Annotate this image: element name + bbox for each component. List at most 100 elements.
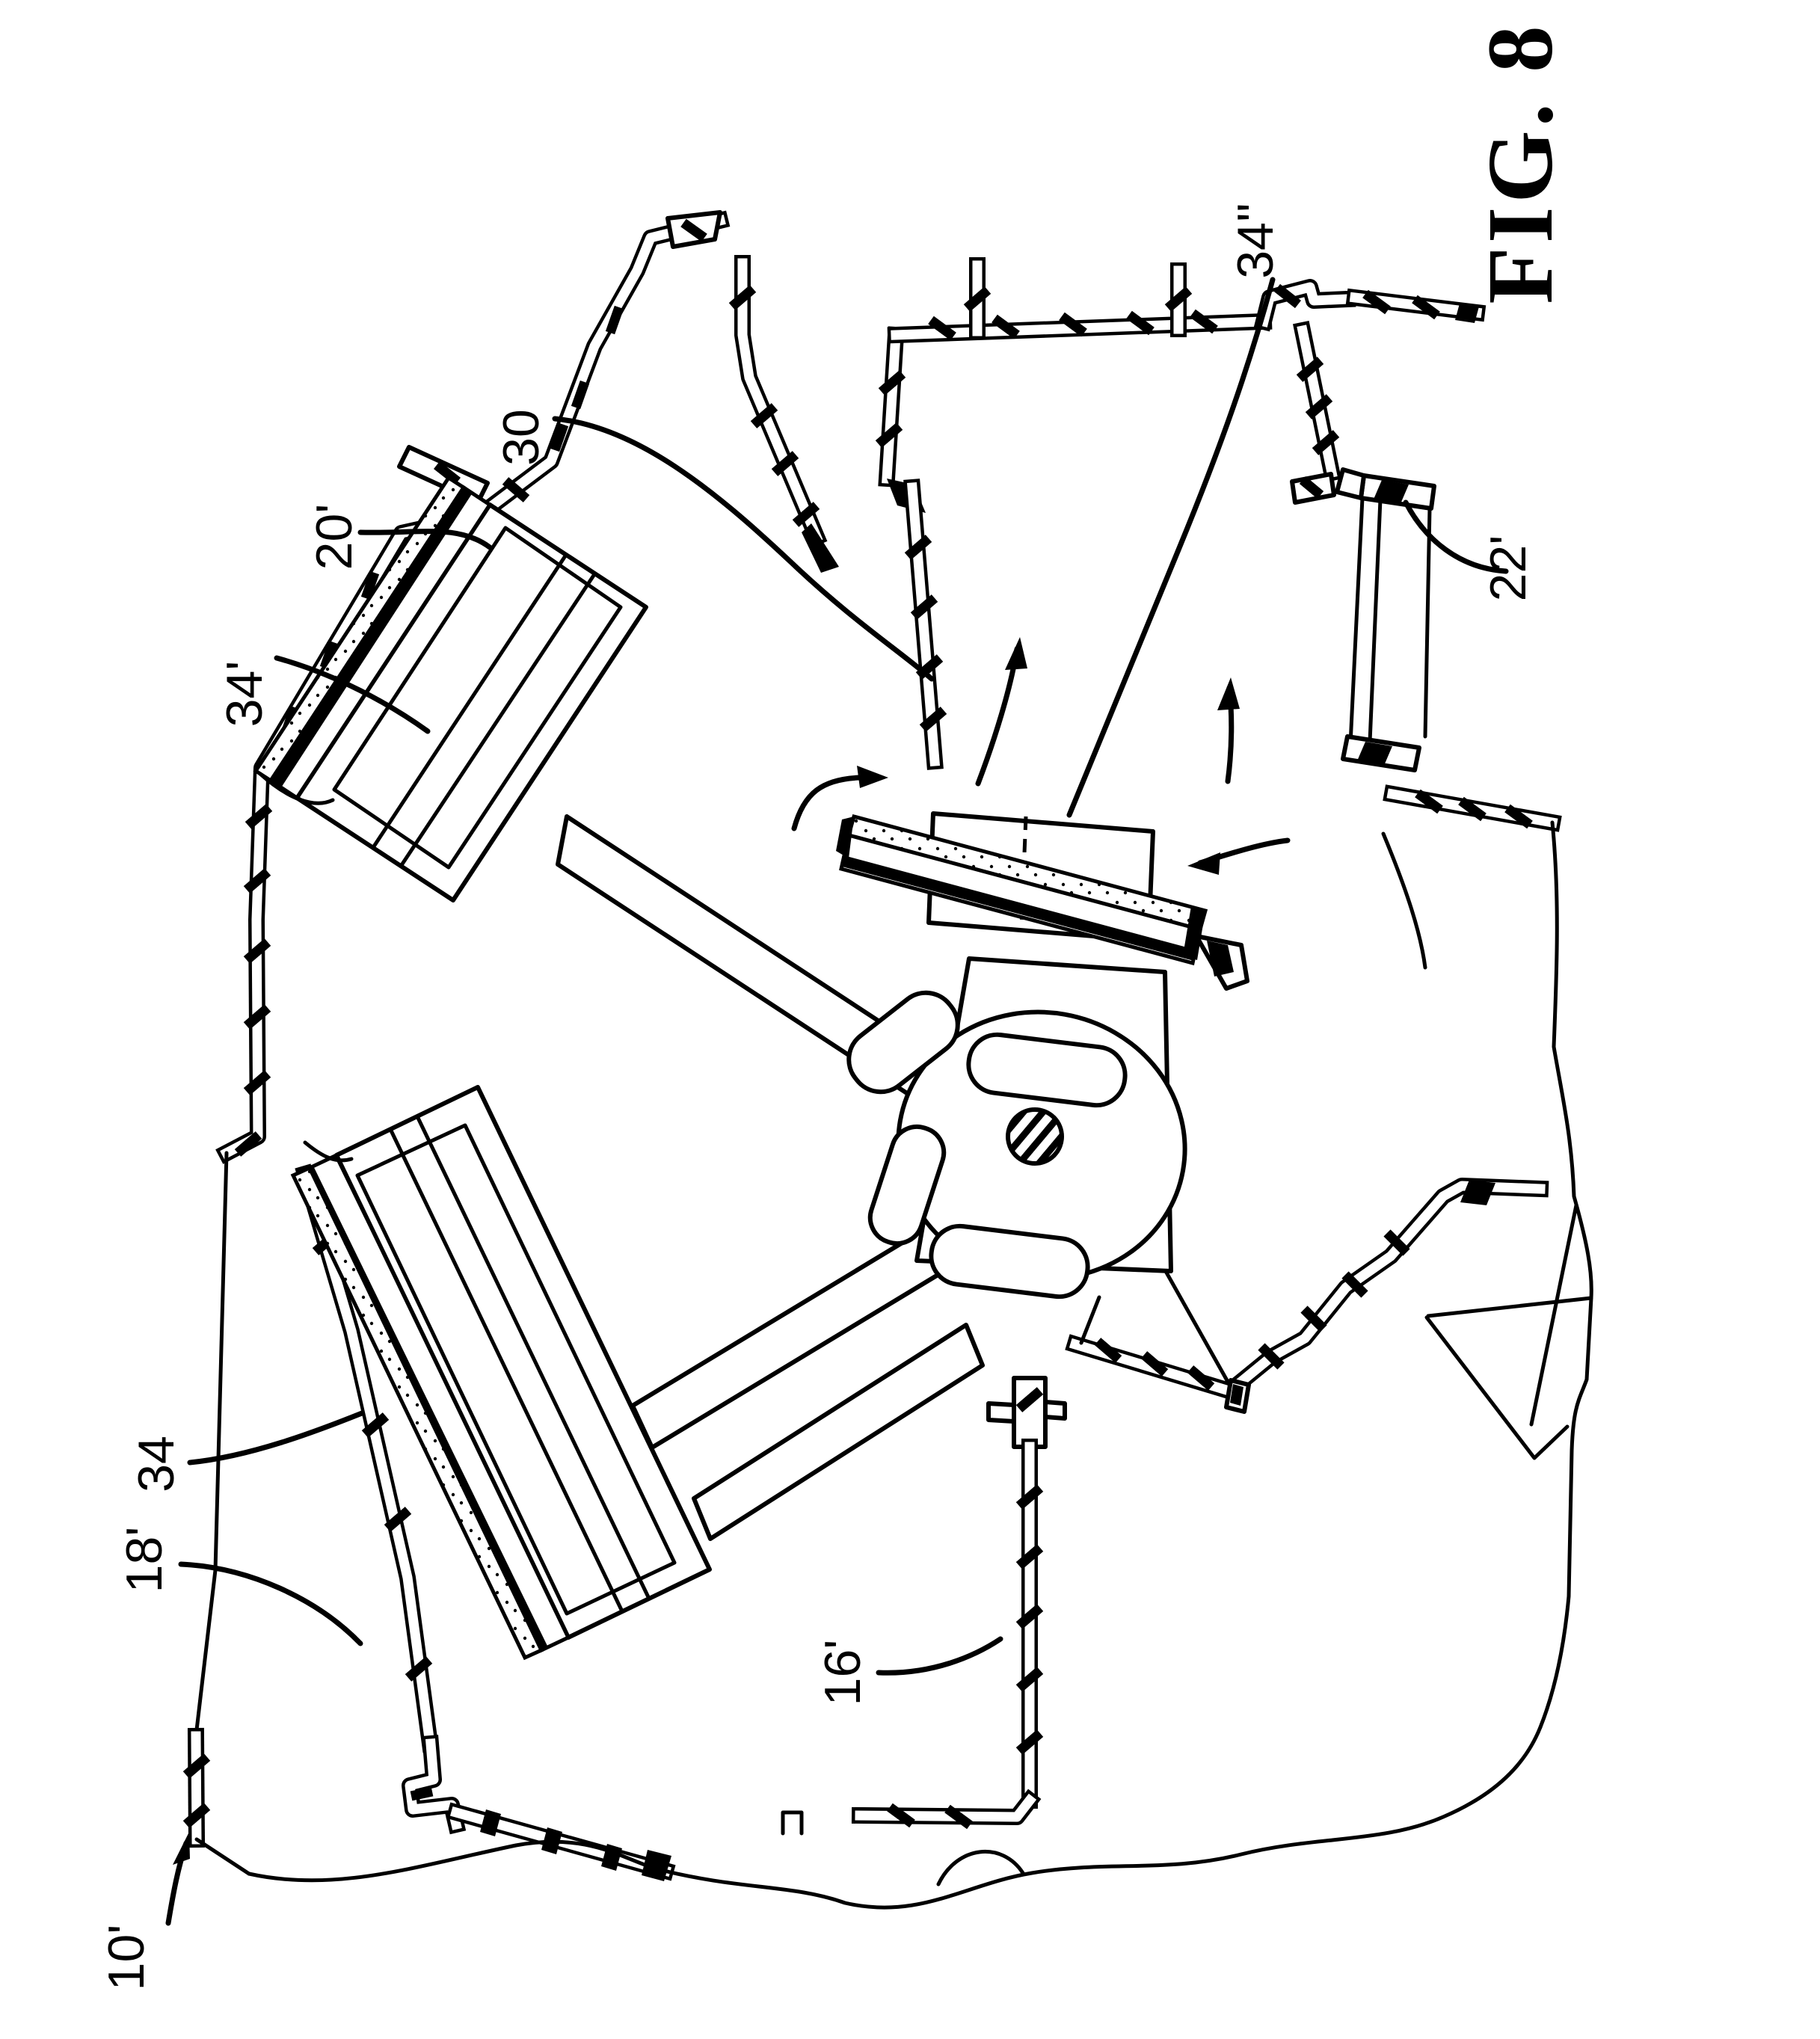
hatch-mark xyxy=(571,380,590,410)
hatch-mark xyxy=(1296,357,1324,382)
hatch-mark xyxy=(1164,286,1193,312)
extension-end-cap xyxy=(1455,304,1479,323)
label-18: 18' xyxy=(116,1527,173,1593)
link-pad-lower xyxy=(867,1124,947,1246)
hatch-mark xyxy=(1312,430,1340,455)
floor-band-end-cap xyxy=(642,1850,671,1881)
hatch-mark xyxy=(1187,1365,1215,1391)
hatch-mark xyxy=(550,422,569,452)
hatch-mark xyxy=(771,451,799,476)
hatch-mark xyxy=(875,422,903,448)
wall-16-foot-core xyxy=(855,1793,1037,1822)
bottom-left-corner-edge xyxy=(194,1837,251,1876)
hatch-mark xyxy=(1362,289,1391,315)
lower-duct-hook-band xyxy=(1230,1384,1243,1406)
flow-arrowhead-up xyxy=(1005,637,1027,670)
hatch-mark xyxy=(182,1803,211,1828)
outlet-tower-22 xyxy=(1335,467,1562,970)
tower-bottom-cap-band xyxy=(1356,742,1392,767)
flow-arrowhead-up xyxy=(1217,677,1240,710)
airflow-arrows xyxy=(791,637,1291,875)
label-34-double-prime: 34'' xyxy=(1227,203,1284,279)
hatch-mark xyxy=(680,218,707,242)
brace-line-2 xyxy=(1529,1203,1578,1427)
hatch-mark xyxy=(1015,1387,1044,1412)
wall-16-right-arm xyxy=(1043,1400,1067,1421)
outer-case-walls xyxy=(182,210,731,1876)
hatch-mark xyxy=(963,286,992,312)
brace-cap-band xyxy=(1460,1180,1495,1205)
hatch-mark xyxy=(750,403,778,428)
tower-left-side xyxy=(1348,496,1365,746)
seal-34-prime-stipple xyxy=(253,475,467,784)
leader-16 xyxy=(876,1636,1003,1676)
hatch-mark xyxy=(1273,283,1302,309)
bottom-bracket-stub xyxy=(781,1810,804,1836)
label-34: 34 xyxy=(128,1436,185,1492)
hatch-mark xyxy=(919,707,947,732)
leader-10-arrowhead xyxy=(173,1832,190,1865)
door-18-rib-1 xyxy=(388,1127,624,1614)
duct-line-1 xyxy=(1079,1295,1101,1345)
tower-top-hook xyxy=(1335,467,1366,500)
hatch-mark xyxy=(944,1804,973,1830)
hatch-mark xyxy=(910,594,938,620)
door-18-hinge-arc xyxy=(303,1140,354,1163)
door-20-inner-frame xyxy=(332,526,623,870)
tower-inner-curve xyxy=(1381,831,1427,970)
hatch-mark xyxy=(1415,789,1443,814)
seal-34pp-left-cap xyxy=(836,816,854,858)
duct-line-2 xyxy=(1164,1270,1230,1384)
hatch-mark xyxy=(1126,310,1155,336)
hatch-mark xyxy=(887,1803,915,1828)
top-center-funnel-walls xyxy=(728,255,947,770)
door-20-hinge-arc xyxy=(258,772,335,805)
hatch-mark xyxy=(1015,1604,1044,1629)
wall-16-top-flange xyxy=(1012,1376,1048,1449)
hatch-mark xyxy=(433,461,461,486)
door-18-rib-2 xyxy=(415,1114,651,1601)
hatch-mark xyxy=(243,1070,271,1095)
door-20-rib-2 xyxy=(399,572,597,867)
leader-34 xyxy=(187,1410,365,1466)
hatch-mark xyxy=(1383,1229,1410,1256)
label-22: 22' xyxy=(1480,535,1537,602)
hatch-mark xyxy=(792,502,820,527)
hatch-mark xyxy=(1300,1305,1327,1332)
hatch-mark xyxy=(361,1412,390,1438)
hatch-mark xyxy=(1015,1544,1044,1569)
hatch-mark xyxy=(1015,1484,1044,1510)
hatch-mark xyxy=(605,305,624,335)
hatch-mark xyxy=(1458,796,1487,822)
hatch-mark xyxy=(992,314,1020,339)
top-right-walls xyxy=(887,257,1487,505)
hatch-mark xyxy=(360,571,380,600)
label-10: 10' xyxy=(98,1925,155,1991)
leader-34p xyxy=(274,655,431,734)
hatch-mark xyxy=(1412,295,1440,320)
label-16: 16' xyxy=(814,1640,871,1706)
leader-30 xyxy=(552,416,935,682)
leader-22 xyxy=(1403,499,1509,574)
seal-34-double-prime-assembly xyxy=(836,814,1249,991)
hatch-mark xyxy=(1015,1729,1044,1755)
hatch-mark xyxy=(405,1656,433,1682)
hatch-mark xyxy=(384,1507,412,1532)
door-20-assembly xyxy=(253,475,648,902)
left-break-edge xyxy=(194,1151,229,1738)
hatch-mark xyxy=(1140,1351,1169,1377)
link-pad-upper xyxy=(846,990,960,1095)
hatch-mark xyxy=(243,868,271,894)
hatch-mark xyxy=(1341,1271,1368,1298)
hatch-mark xyxy=(928,316,956,341)
hatch-mark xyxy=(410,1786,434,1801)
cam-slot-lower xyxy=(929,1223,1090,1300)
hatch-mark xyxy=(243,938,271,964)
brace-line-3 xyxy=(1424,1315,1570,1460)
hatch-mark xyxy=(904,535,932,560)
flow-arrow-shaft xyxy=(791,775,863,831)
door-20-rib-1 xyxy=(372,553,568,849)
hatch-mark xyxy=(234,1131,262,1157)
